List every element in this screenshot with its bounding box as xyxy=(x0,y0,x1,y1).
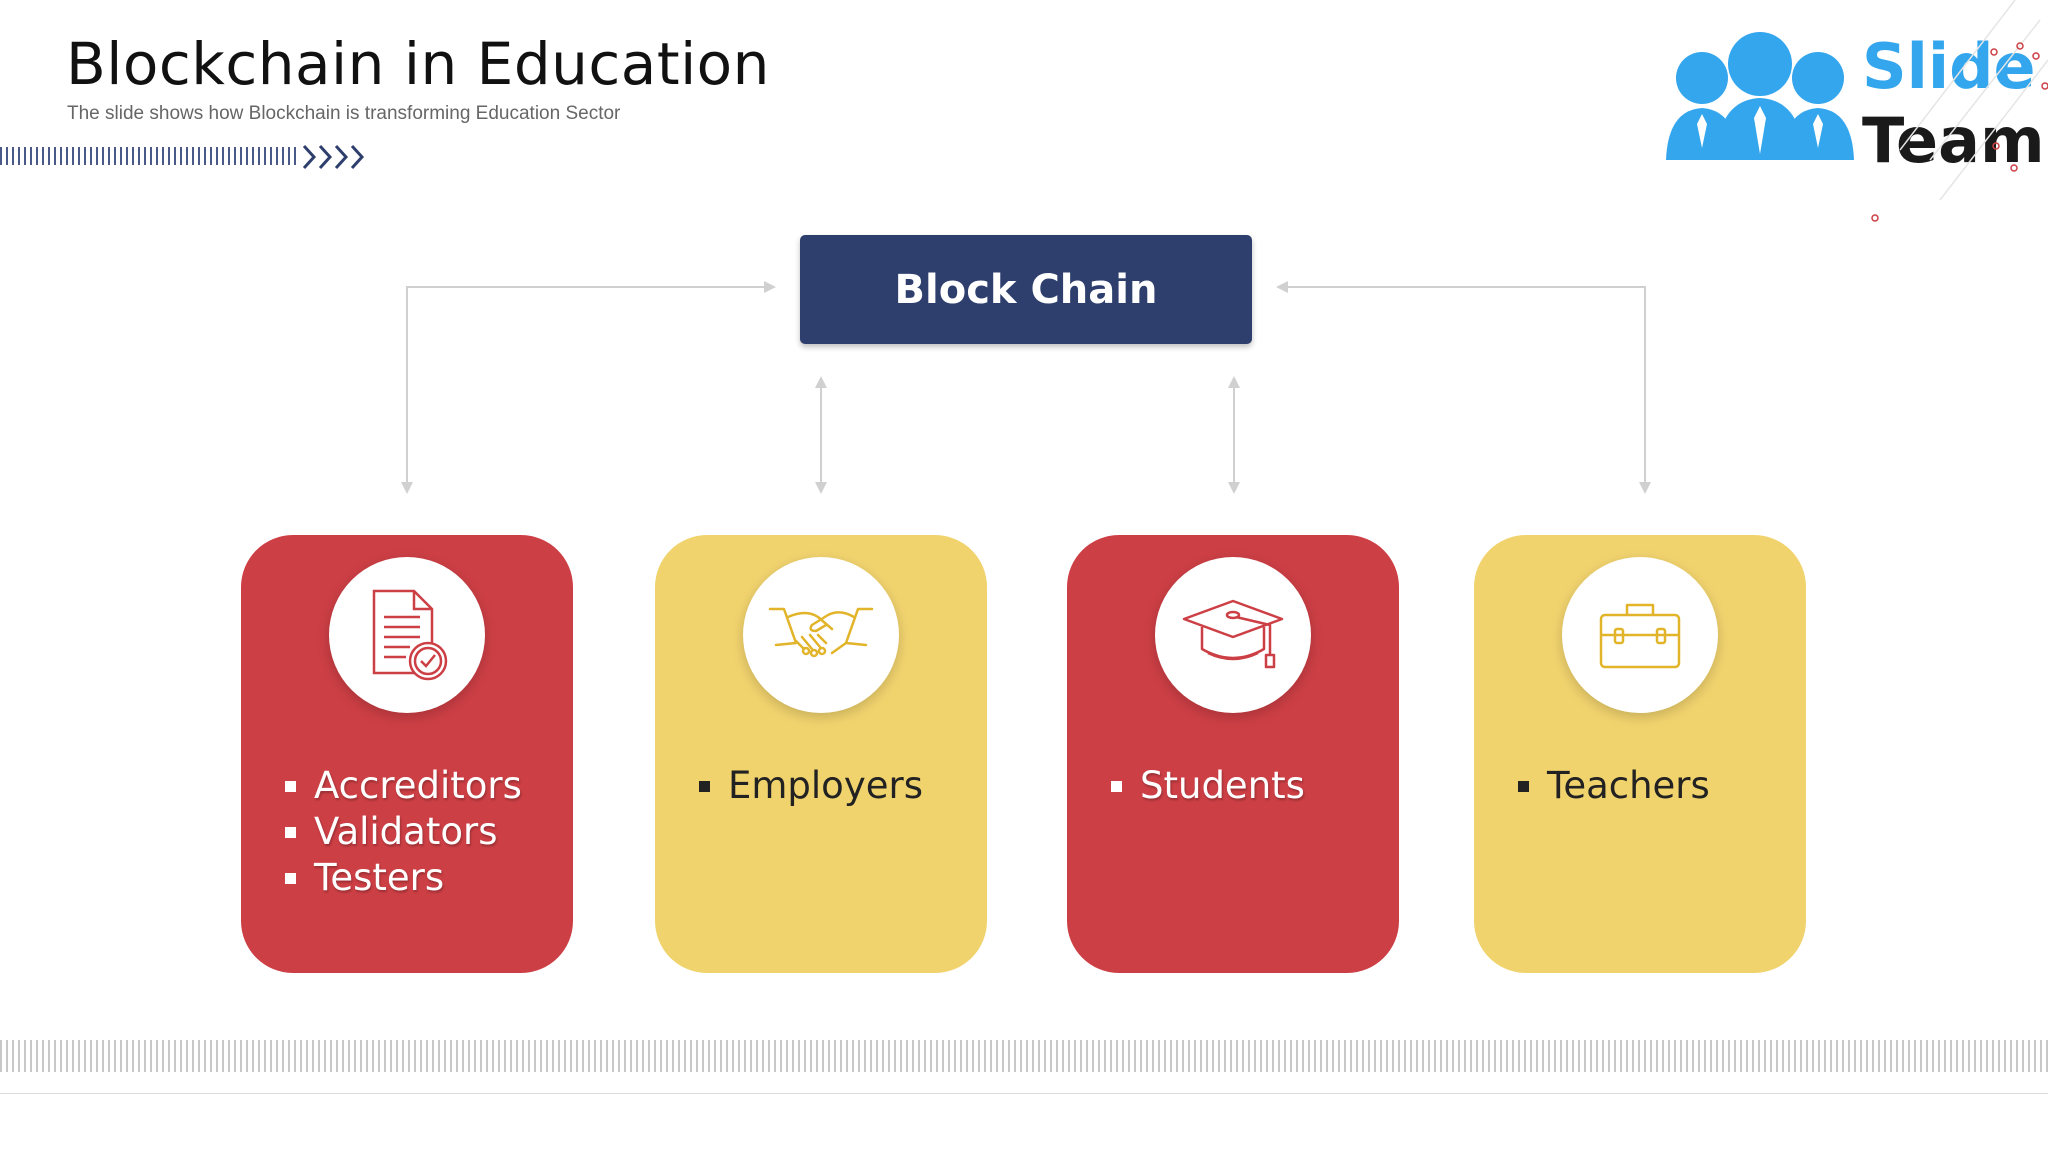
briefcase-icon xyxy=(1599,603,1681,669)
icon-circle xyxy=(1562,557,1718,713)
graduation-cap-icon xyxy=(1182,599,1284,669)
icon-circle xyxy=(329,557,485,713)
icon-circle xyxy=(1155,557,1311,713)
document-check-icon xyxy=(372,589,448,681)
icon-circle xyxy=(743,557,899,713)
slide-subtitle: The slide shows how Blockchain is transf… xyxy=(67,103,621,124)
card-students: Students xyxy=(1067,535,1399,973)
people-group-icon xyxy=(1666,32,1854,160)
handshake-icon xyxy=(768,607,874,658)
card-items: Employers xyxy=(699,763,923,809)
list-item: Employers xyxy=(699,763,923,809)
card-items: Teachers xyxy=(1518,763,1710,809)
list-item: Accreditors xyxy=(285,763,522,809)
blockchain-box: Block Chain xyxy=(800,235,1252,344)
card-accreditors: Accreditors Validators Testers xyxy=(241,535,573,973)
circuit-decoration xyxy=(1871,0,2048,222)
card-teachers: Teachers xyxy=(1474,535,1806,973)
list-item: Validators xyxy=(285,809,522,855)
list-item: Testers xyxy=(285,855,522,901)
list-item: Teachers xyxy=(1518,763,1710,809)
list-item: Students xyxy=(1111,763,1305,809)
card-employers: Employers xyxy=(655,535,987,973)
decorative-hatch-bar xyxy=(0,147,296,165)
footer-divider xyxy=(0,1093,2048,1094)
decorative-footer-hatch xyxy=(0,1040,2048,1072)
slide-title: Blockchain in Education xyxy=(66,30,770,98)
card-items: Students xyxy=(1111,763,1305,809)
card-items: Accreditors Validators Testers xyxy=(285,763,522,901)
logo-word-slide: Slide xyxy=(1862,30,2036,103)
chevrons-decoration xyxy=(302,144,365,170)
